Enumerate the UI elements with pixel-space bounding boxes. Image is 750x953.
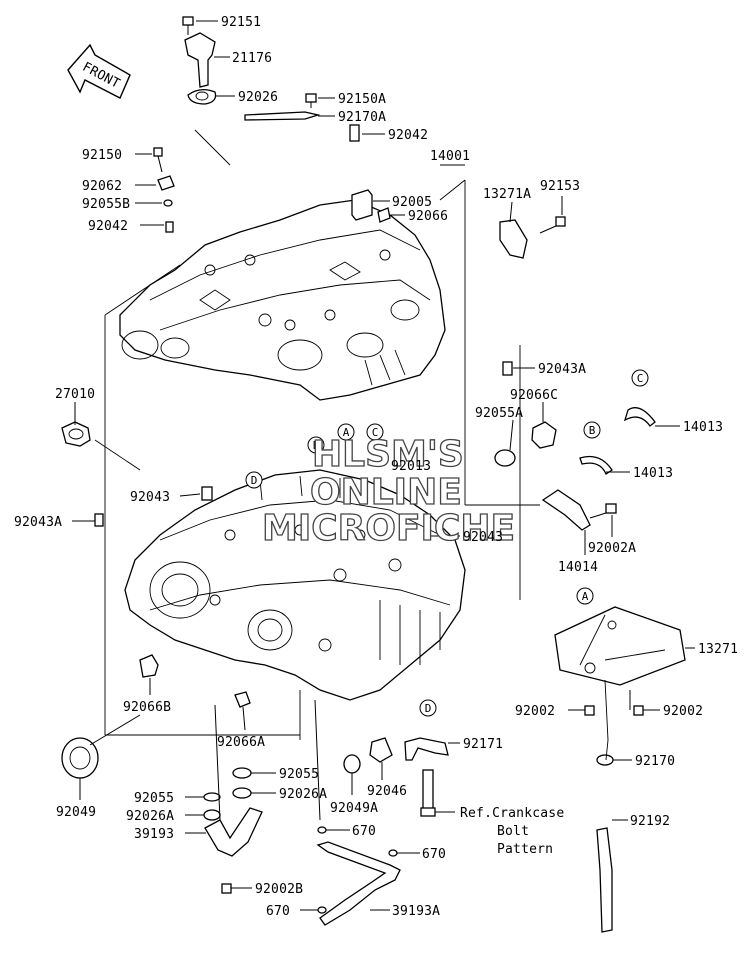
part-labels: 92151 21176 92026 92150A 92170A 92042 14… — [14, 15, 738, 919]
label-92151: 92151 — [221, 15, 261, 30]
callout-b-right: B — [583, 421, 601, 439]
label-14013-top: 14013 — [683, 420, 723, 435]
label-92055B: 92055B — [82, 197, 130, 212]
svg-text:C: C — [637, 372, 644, 385]
label-ref-line-1: Ref.Crankcase — [460, 806, 564, 821]
label-92002-right: 92002 — [663, 704, 703, 719]
label-92042-left: 92042 — [88, 219, 128, 234]
label-92013: 92013 — [391, 459, 431, 474]
label-92066B: 92066B — [123, 700, 171, 715]
callout-c-top: C — [631, 369, 649, 387]
label-92066A: 92066A — [217, 735, 265, 750]
watermark: HLSM'S ONLINE MICROFICHE — [261, 433, 515, 549]
label-92042-top: 92042 — [388, 128, 428, 143]
svg-text:D: D — [251, 474, 258, 487]
svg-text:A: A — [343, 426, 350, 439]
label-670-a: 670 — [352, 824, 376, 839]
label-92066C: 92066C — [510, 388, 558, 403]
watermark-line-1: HLSM'S — [312, 434, 464, 475]
label-92043-center: 92043 — [130, 490, 170, 505]
callout-a-center: A — [337, 423, 355, 441]
label-ref-line-2: Bolt — [497, 824, 529, 839]
label-27010: 27010 — [55, 387, 95, 402]
label-92192: 92192 — [630, 814, 670, 829]
label-92046: 92046 — [367, 784, 407, 799]
label-92026A-left: 92026A — [126, 809, 174, 824]
label-670-c: 670 — [266, 904, 290, 919]
svg-text:C: C — [372, 426, 379, 439]
label-13271: 13271 — [698, 642, 738, 657]
label-92062: 92062 — [82, 179, 122, 194]
label-92170A: 92170A — [338, 110, 386, 125]
label-92002B: 92002B — [255, 882, 303, 897]
label-14001: 14001 — [430, 149, 470, 164]
label-14013-bottom: 14013 — [633, 466, 673, 481]
label-92049: 92049 — [56, 805, 96, 820]
label-92066: 92066 — [408, 209, 448, 224]
svg-text:D: D — [425, 702, 432, 715]
label-92150A: 92150A — [338, 92, 386, 107]
label-92026A-center: 92026A — [279, 787, 327, 802]
front-arrow: FRONT — [67, 43, 131, 99]
label-670-b: 670 — [422, 847, 446, 862]
callout-b-center: B — [307, 436, 325, 454]
label-92150: 92150 — [82, 148, 122, 163]
small-parts — [61, 16, 686, 933]
label-92043A-right: 92043A — [538, 362, 586, 377]
label-92043A-left: 92043A — [14, 515, 62, 530]
callout-a-right: A — [576, 587, 594, 605]
svg-text:B: B — [589, 424, 596, 437]
label-ref-line-3: Pattern — [497, 842, 553, 857]
label-21176: 21176 — [232, 51, 272, 66]
callout-c-center: C — [366, 423, 384, 441]
watermark-line-3: MICROFICHE — [262, 508, 515, 549]
label-92055-center: 92055 — [279, 767, 319, 782]
watermark-line-2: ONLINE — [310, 472, 462, 513]
label-92153: 92153 — [540, 179, 580, 194]
leader-lines — [72, 20, 695, 911]
label-92170: 92170 — [635, 754, 675, 769]
label-92002-left: 92002 — [515, 704, 555, 719]
label-92043-right: 92043 — [463, 530, 503, 545]
frame-lines — [94, 129, 540, 740]
label-13271A: 13271A — [483, 187, 531, 202]
label-39193A: 39193A — [392, 904, 440, 919]
callouts: C B A C B D A D — [245, 369, 649, 717]
label-92026: 92026 — [238, 90, 278, 105]
label-92055A: 92055A — [475, 406, 523, 421]
label-92049A: 92049A — [330, 801, 378, 816]
label-39193: 39193 — [134, 827, 174, 842]
label-92055-left: 92055 — [134, 791, 174, 806]
callout-d-lower: D — [245, 471, 263, 489]
label-92002A: 92002A — [588, 541, 636, 556]
svg-text:A: A — [582, 590, 589, 603]
callout-d-bracket: D — [419, 699, 437, 717]
label-92005: 92005 — [392, 195, 432, 210]
svg-text:B: B — [313, 439, 320, 452]
label-14014: 14014 — [558, 560, 598, 575]
upper-crankcase — [119, 199, 446, 401]
label-92171: 92171 — [463, 737, 503, 752]
